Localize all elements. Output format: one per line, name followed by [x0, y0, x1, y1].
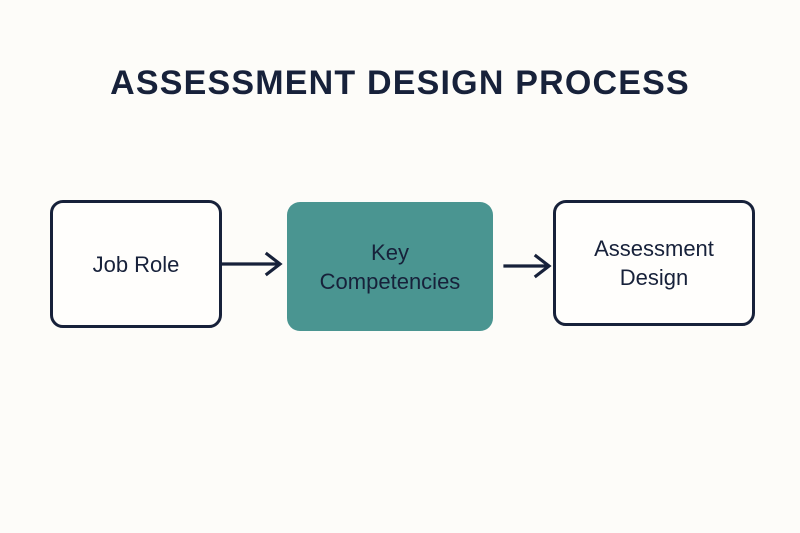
flow-node-job-role-label: Job Role	[92, 251, 180, 277]
flow-node-assessment-design-line1: Assessment	[594, 236, 714, 261]
flow-node-assessment-design-line2: Design	[619, 265, 689, 290]
flow-node-key-competencies-line2: Competencies	[319, 268, 461, 294]
page-title: ASSESSMENT DESIGN PROCESS	[110, 64, 690, 102]
arrow-right-icon-1	[220, 251, 283, 277]
arrow-right-icon-2	[503, 253, 552, 279]
flow-node-key-competencies-line1: Key	[371, 239, 409, 265]
flow-node-job-role[interactable]: Job Role	[50, 200, 222, 328]
